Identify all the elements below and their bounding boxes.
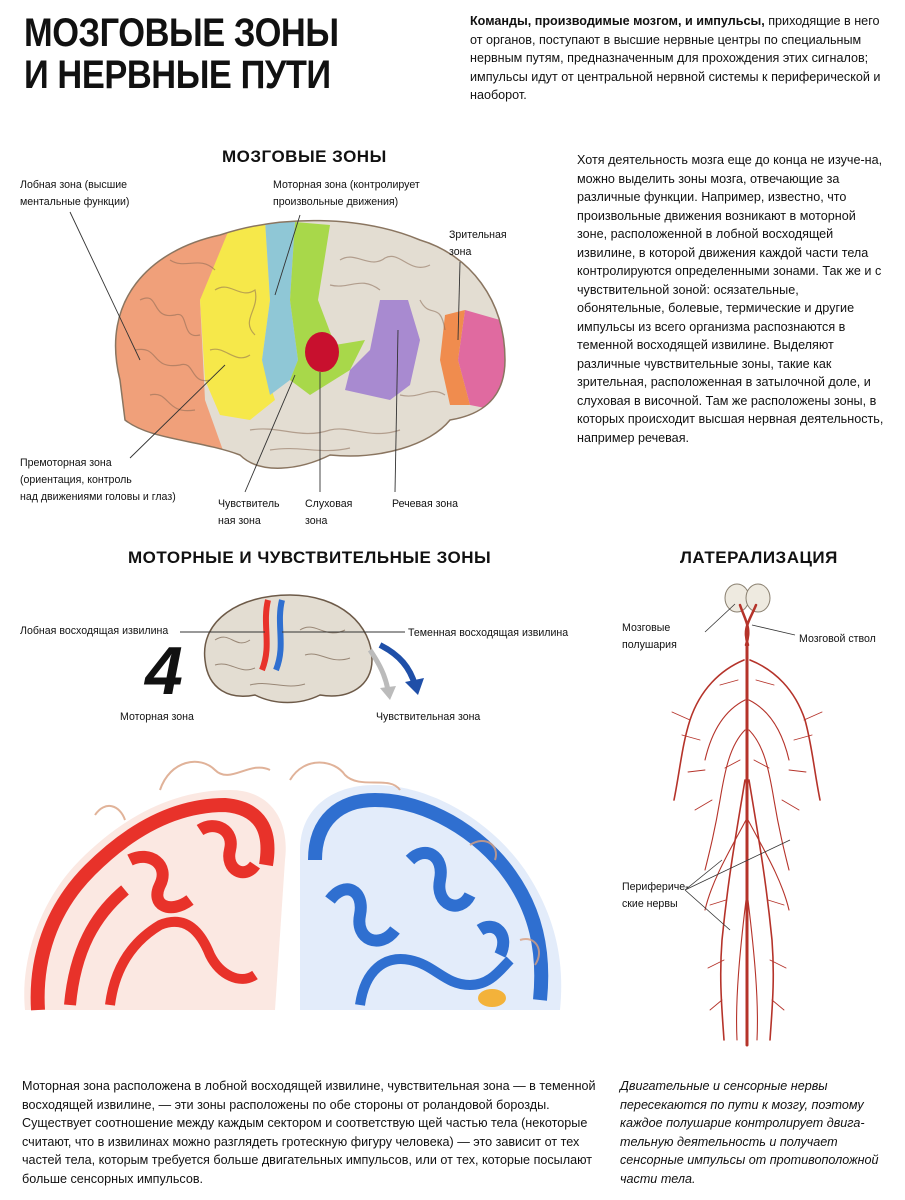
label-premotor-line-1: Премоторная зона (20, 457, 112, 469)
label-sensory-line-2: ная зона (218, 515, 261, 527)
page-title-line-1: МОЗГОВЫЕ ЗОНЫ (24, 11, 339, 55)
label-speech-zone: Речевая зона (392, 498, 459, 510)
sensory-zone (290, 222, 365, 395)
left-hemisphere (724, 583, 750, 613)
label-hemispheres-line-2: полушария (622, 639, 677, 651)
motor-sensory-heading: МОТОРНЫЕ И ЧУВСТВИТЕЛЬНЫЕ ЗОНЫ (128, 548, 492, 567)
label-premotor-line-3: над движениями головы и глаз) (20, 491, 176, 503)
label-hemispheres: Мозговые полушария (622, 620, 677, 654)
nerve-network (671, 603, 823, 1047)
zones-description: Хотя деятельность мозга еще до конца не … (577, 153, 884, 445)
sensory-cortex-section (300, 785, 562, 1010)
label-peripheral-line-1: Перифериче- (622, 881, 689, 893)
label-sensory-zone: Чувствитель ная зона (218, 496, 280, 530)
small-brain (203, 594, 373, 704)
label-visual-zone: Зрительная зона (449, 227, 507, 261)
right-hemisphere (745, 583, 771, 613)
intro-paragraph: Команды, производимые мозгом, и импульсы… (470, 12, 882, 105)
label-motor-line-2: произвольные движения) (273, 196, 399, 208)
grey-arrowhead (380, 686, 396, 700)
small-motor-band (259, 599, 271, 672)
blue-arrowhead (405, 678, 424, 695)
lateralization-heading: ЛАТЕРАЛИЗАЦИЯ (680, 548, 838, 567)
label-hemispheres-line-1: Мозговые (622, 622, 671, 634)
motor-zone (262, 220, 298, 395)
label-visual-line-1: Зрительная (449, 229, 507, 241)
visual-zone-edge (440, 310, 470, 405)
label-frontal-zone: Лобная зона (высшие ментальные функции) (20, 177, 129, 211)
blue-arrow (378, 642, 418, 686)
frontal-zone (115, 220, 235, 469)
label-motor-line-1: Моторная зона (контролирует (273, 179, 420, 191)
label-motor-zone: Моторная зона (контролирует произвольные… (273, 177, 420, 211)
peripheral-pointer-2 (684, 889, 731, 931)
label-auditory-line-1: Слуховая (305, 498, 353, 510)
motor-cortex-section (24, 790, 286, 1011)
grey-arrow (367, 648, 391, 691)
label-premotor-line-2: (ориентация, контроль (20, 474, 132, 486)
brainstem-pointer (751, 624, 796, 636)
auditory-zone (305, 332, 339, 372)
label-frontal-gyrus: Лобная восходящая извилина (20, 625, 169, 637)
tongue-shape (478, 989, 506, 1007)
visual-zone (458, 310, 505, 410)
label-frontal-line-1: Лобная зона (высшие (20, 179, 128, 191)
label-motor-zone-small: Моторная зона (120, 711, 194, 723)
small-sensory-band (273, 599, 285, 672)
page-title-line-2: И НЕРВНЫЕ ПУТИ (24, 53, 331, 97)
label-brainstem: Мозговой ствол (799, 633, 876, 645)
label-premotor-zone: Премоторная зона (ориентация, контроль н… (20, 455, 176, 506)
label-sensory-line-1: Чувствитель (218, 498, 280, 510)
label-visual-line-2: зона (449, 246, 472, 258)
bottom-paragraph: Моторная зона расположена в лобной восхо… (22, 1079, 596, 1186)
hemispheres-pointer (704, 603, 736, 633)
page-title: МОЗГОВЫЕ ЗОНЫ И НЕРВНЫЕ ПУТИ (24, 12, 394, 96)
peripheral-pointer-3 (684, 839, 791, 891)
label-peripheral-nerves: Перифериче- ские нервы (622, 879, 689, 913)
label-auditory-zone: Слуховая зона (305, 496, 352, 530)
label-frontal-line-2: ментальные функции) (20, 196, 130, 208)
speech-zone (345, 300, 420, 400)
brain-outline (114, 219, 506, 469)
label-parietal-gyrus: Теменная восходящая извилина (408, 627, 569, 639)
label-peripheral-line-2: ские нервы (622, 898, 678, 910)
label-auditory-line-2: зона (305, 515, 328, 527)
lateralization-caption: Двигательные и сенсорные нервы пересекаю… (620, 1079, 879, 1186)
brain-zones-heading: МОЗГОВЫЕ ЗОНЫ (222, 147, 387, 166)
label-sensory-zone-small: Чувствительная зона (376, 711, 481, 723)
premotor-zone (200, 220, 275, 420)
peripheral-pointer-1 (684, 859, 723, 891)
figure-number: 4 (145, 633, 183, 709)
intro-lead: Команды, производимые мозгом, и импульсы… (470, 14, 765, 28)
intro-rest: приходящие в него от органов, поступают … (470, 14, 881, 102)
